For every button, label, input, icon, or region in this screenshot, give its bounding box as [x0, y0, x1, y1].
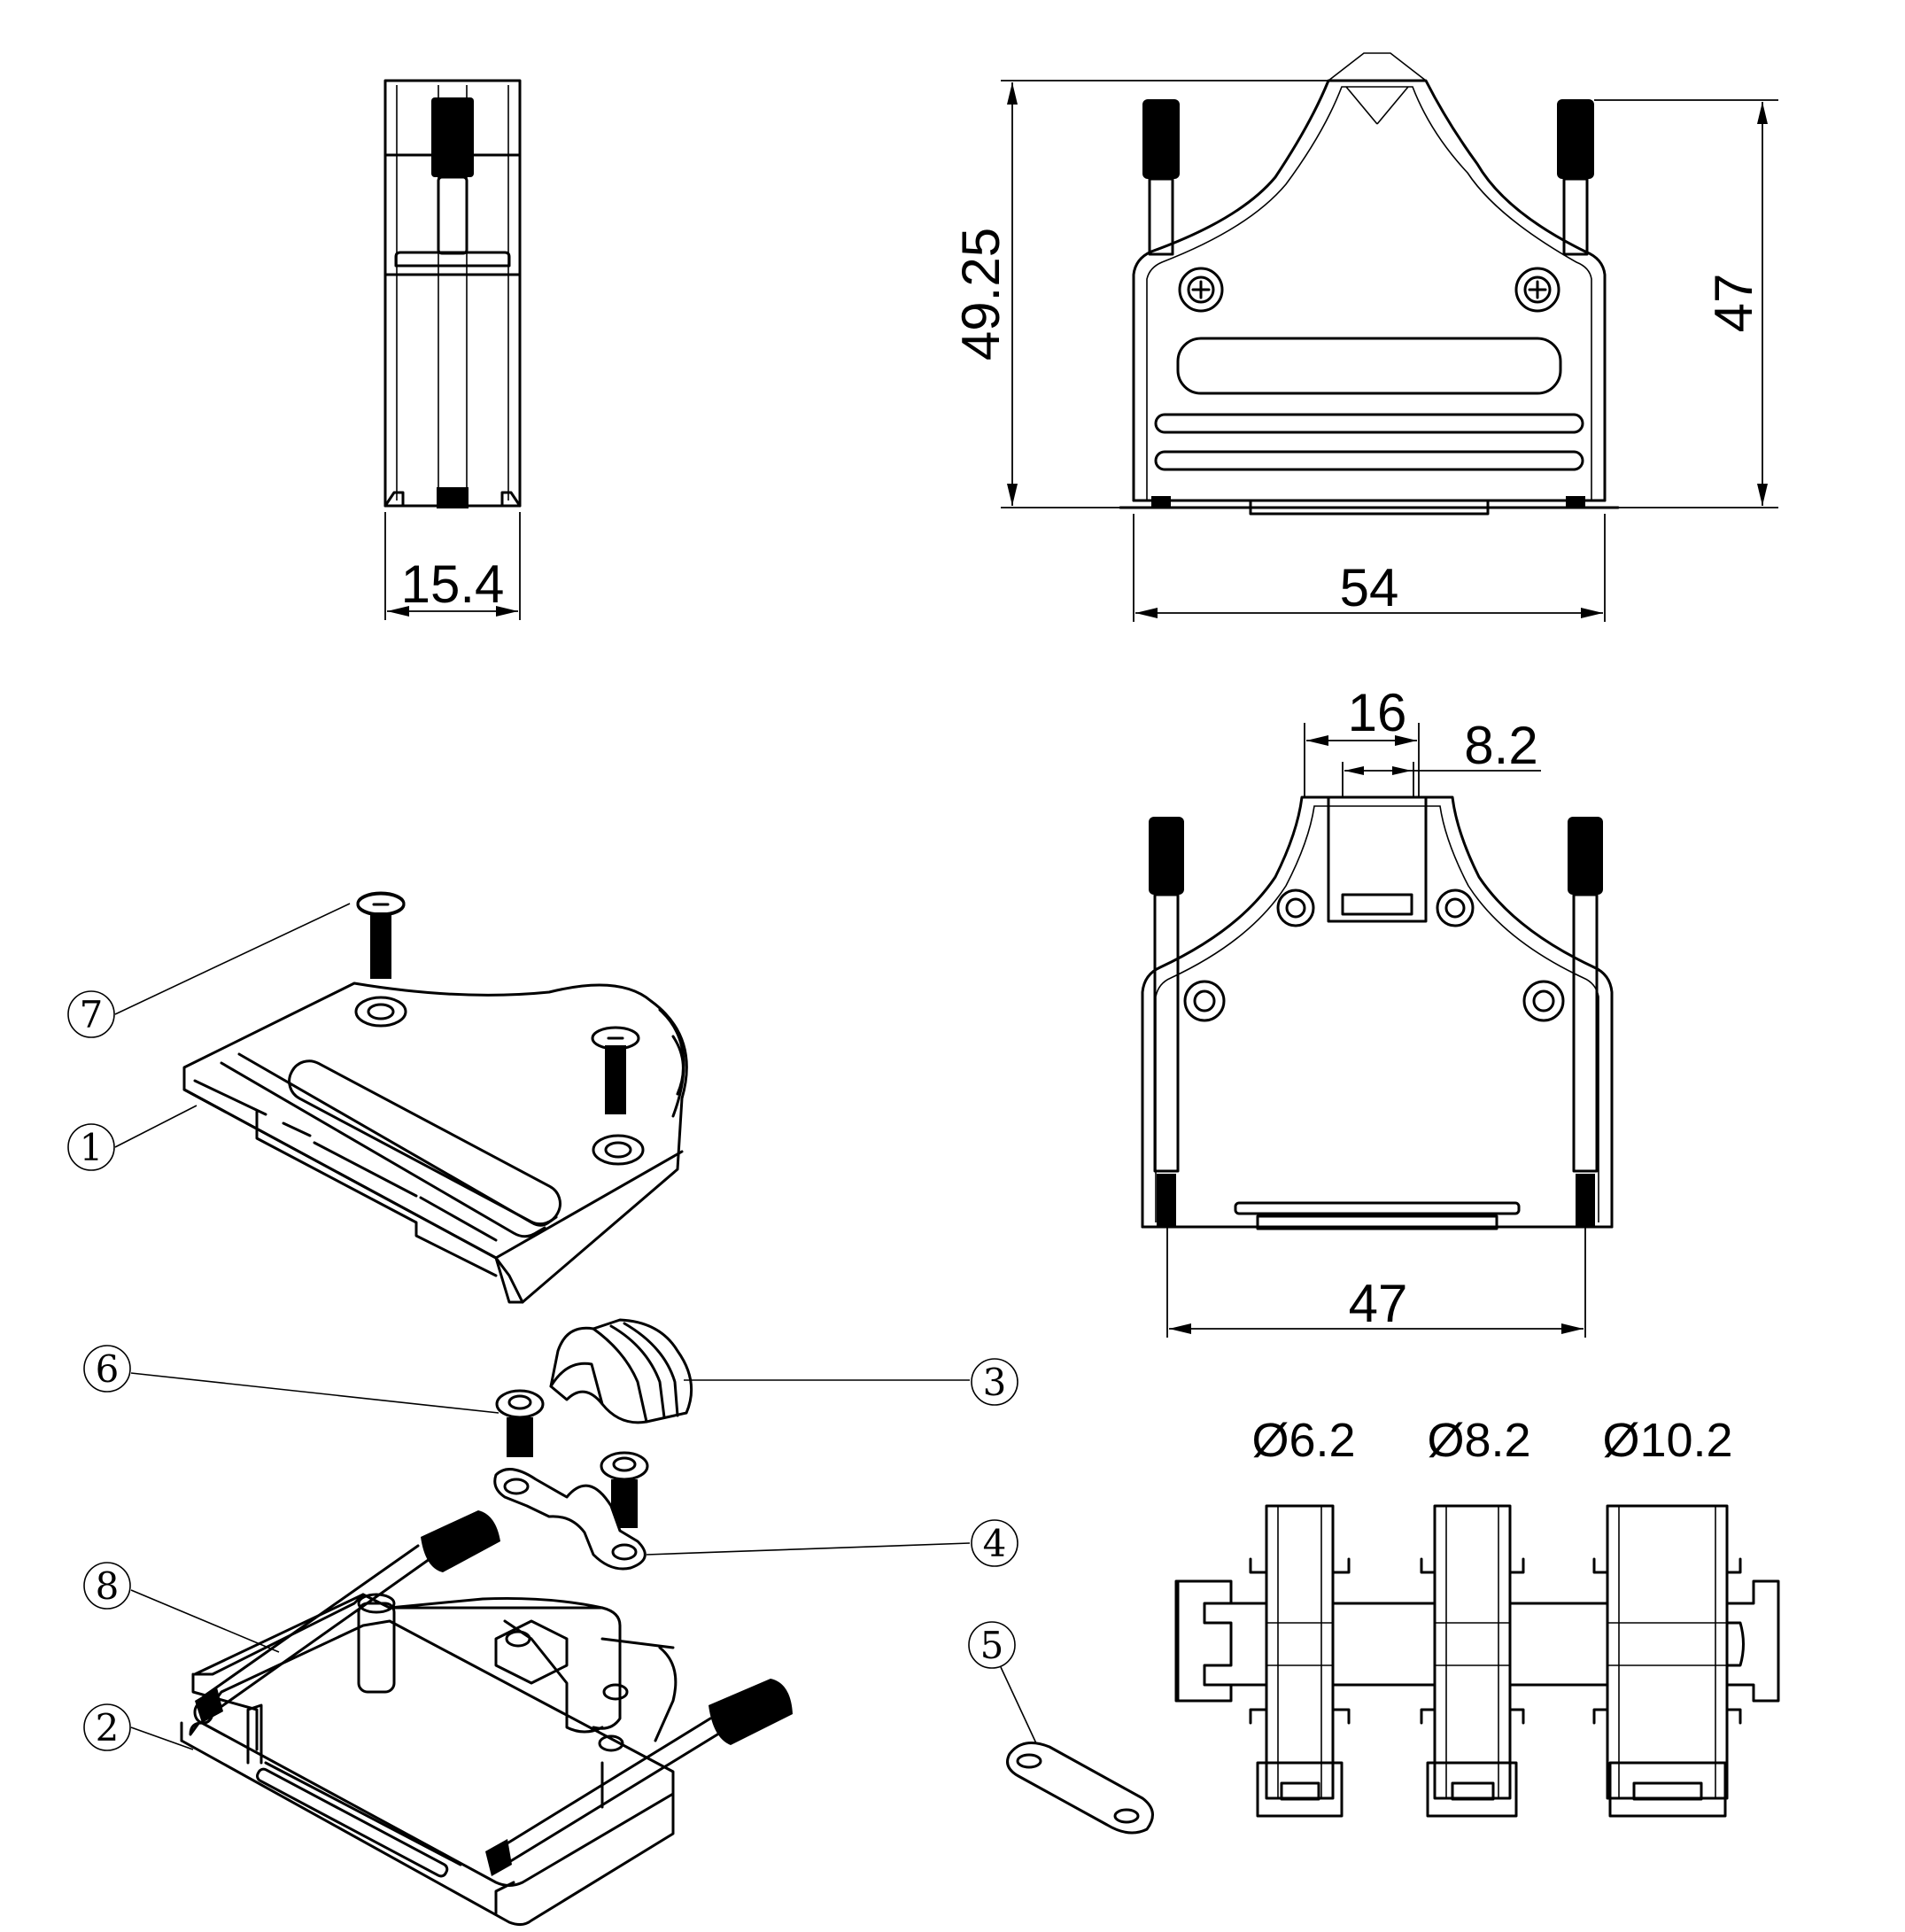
callout-4: 4 — [983, 1522, 1007, 1565]
front-thumbscrew-right-icon — [1557, 99, 1594, 179]
clamp-small — [1249, 1504, 1351, 1818]
dim-side-width: 15.4 — [401, 555, 505, 614]
interior-thumbscrew-right-icon — [1568, 817, 1603, 895]
cable-clamp-inserts: Ø6.2 Ø8.2 Ø10.2 — [1174, 1414, 1780, 1818]
callout-3: 3 — [983, 1361, 1007, 1404]
side-screw-tip — [437, 487, 469, 508]
dim-open-base-width: 47 — [1349, 1274, 1408, 1333]
side-view: 15.4 — [383, 79, 522, 620]
part-4-cable-clamp — [493, 1468, 647, 1571]
callout-1: 1 — [80, 1126, 104, 1169]
part-1-top-cover — [182, 982, 688, 1304]
front-thumbscrew-left-icon — [1142, 99, 1180, 179]
exploded-view — [180, 891, 1154, 1927]
clamp-label-8-2: Ø8.2 — [1427, 1414, 1530, 1467]
part-6-screws — [495, 1389, 649, 1528]
part-3-strain-relief — [549, 1318, 693, 1424]
callout-7: 7 — [80, 993, 104, 1036]
part-7-screws — [356, 891, 640, 1114]
part-2-bottom-shell — [180, 1593, 678, 1927]
part-5-link-strip — [1006, 1742, 1154, 1835]
callout-8: 8 — [96, 1564, 120, 1608]
part-8-thumbscrews — [193, 1510, 793, 1876]
clamp-label-10-2: Ø10.2 — [1602, 1414, 1732, 1467]
clamp-large — [1592, 1504, 1742, 1818]
dim-front-height: 47 — [1704, 274, 1763, 333]
front-view: 49.25 47 — [951, 52, 1778, 622]
callout-6: 6 — [96, 1347, 120, 1391]
clamp-medium — [1420, 1504, 1525, 1818]
callouts: 7 1 6 3 4 8 2 5 — [67, 903, 1037, 1751]
clamp-label-6-2: Ø6.2 — [1251, 1414, 1355, 1467]
interior-view: 16 8.2 47 — [1141, 683, 1614, 1338]
dim-front-height-total: 49.25 — [951, 228, 1011, 361]
dim-open-top-width: 16 — [1348, 683, 1407, 742]
callout-5: 5 — [980, 1624, 1004, 1667]
dim-open-slot-width: 8.2 — [1464, 716, 1537, 775]
interior-thumbscrew-left-icon — [1149, 817, 1184, 895]
dim-front-width: 54 — [1340, 558, 1399, 617]
callout-2: 2 — [96, 1706, 120, 1750]
side-thumbscrew-icon — [431, 97, 474, 177]
